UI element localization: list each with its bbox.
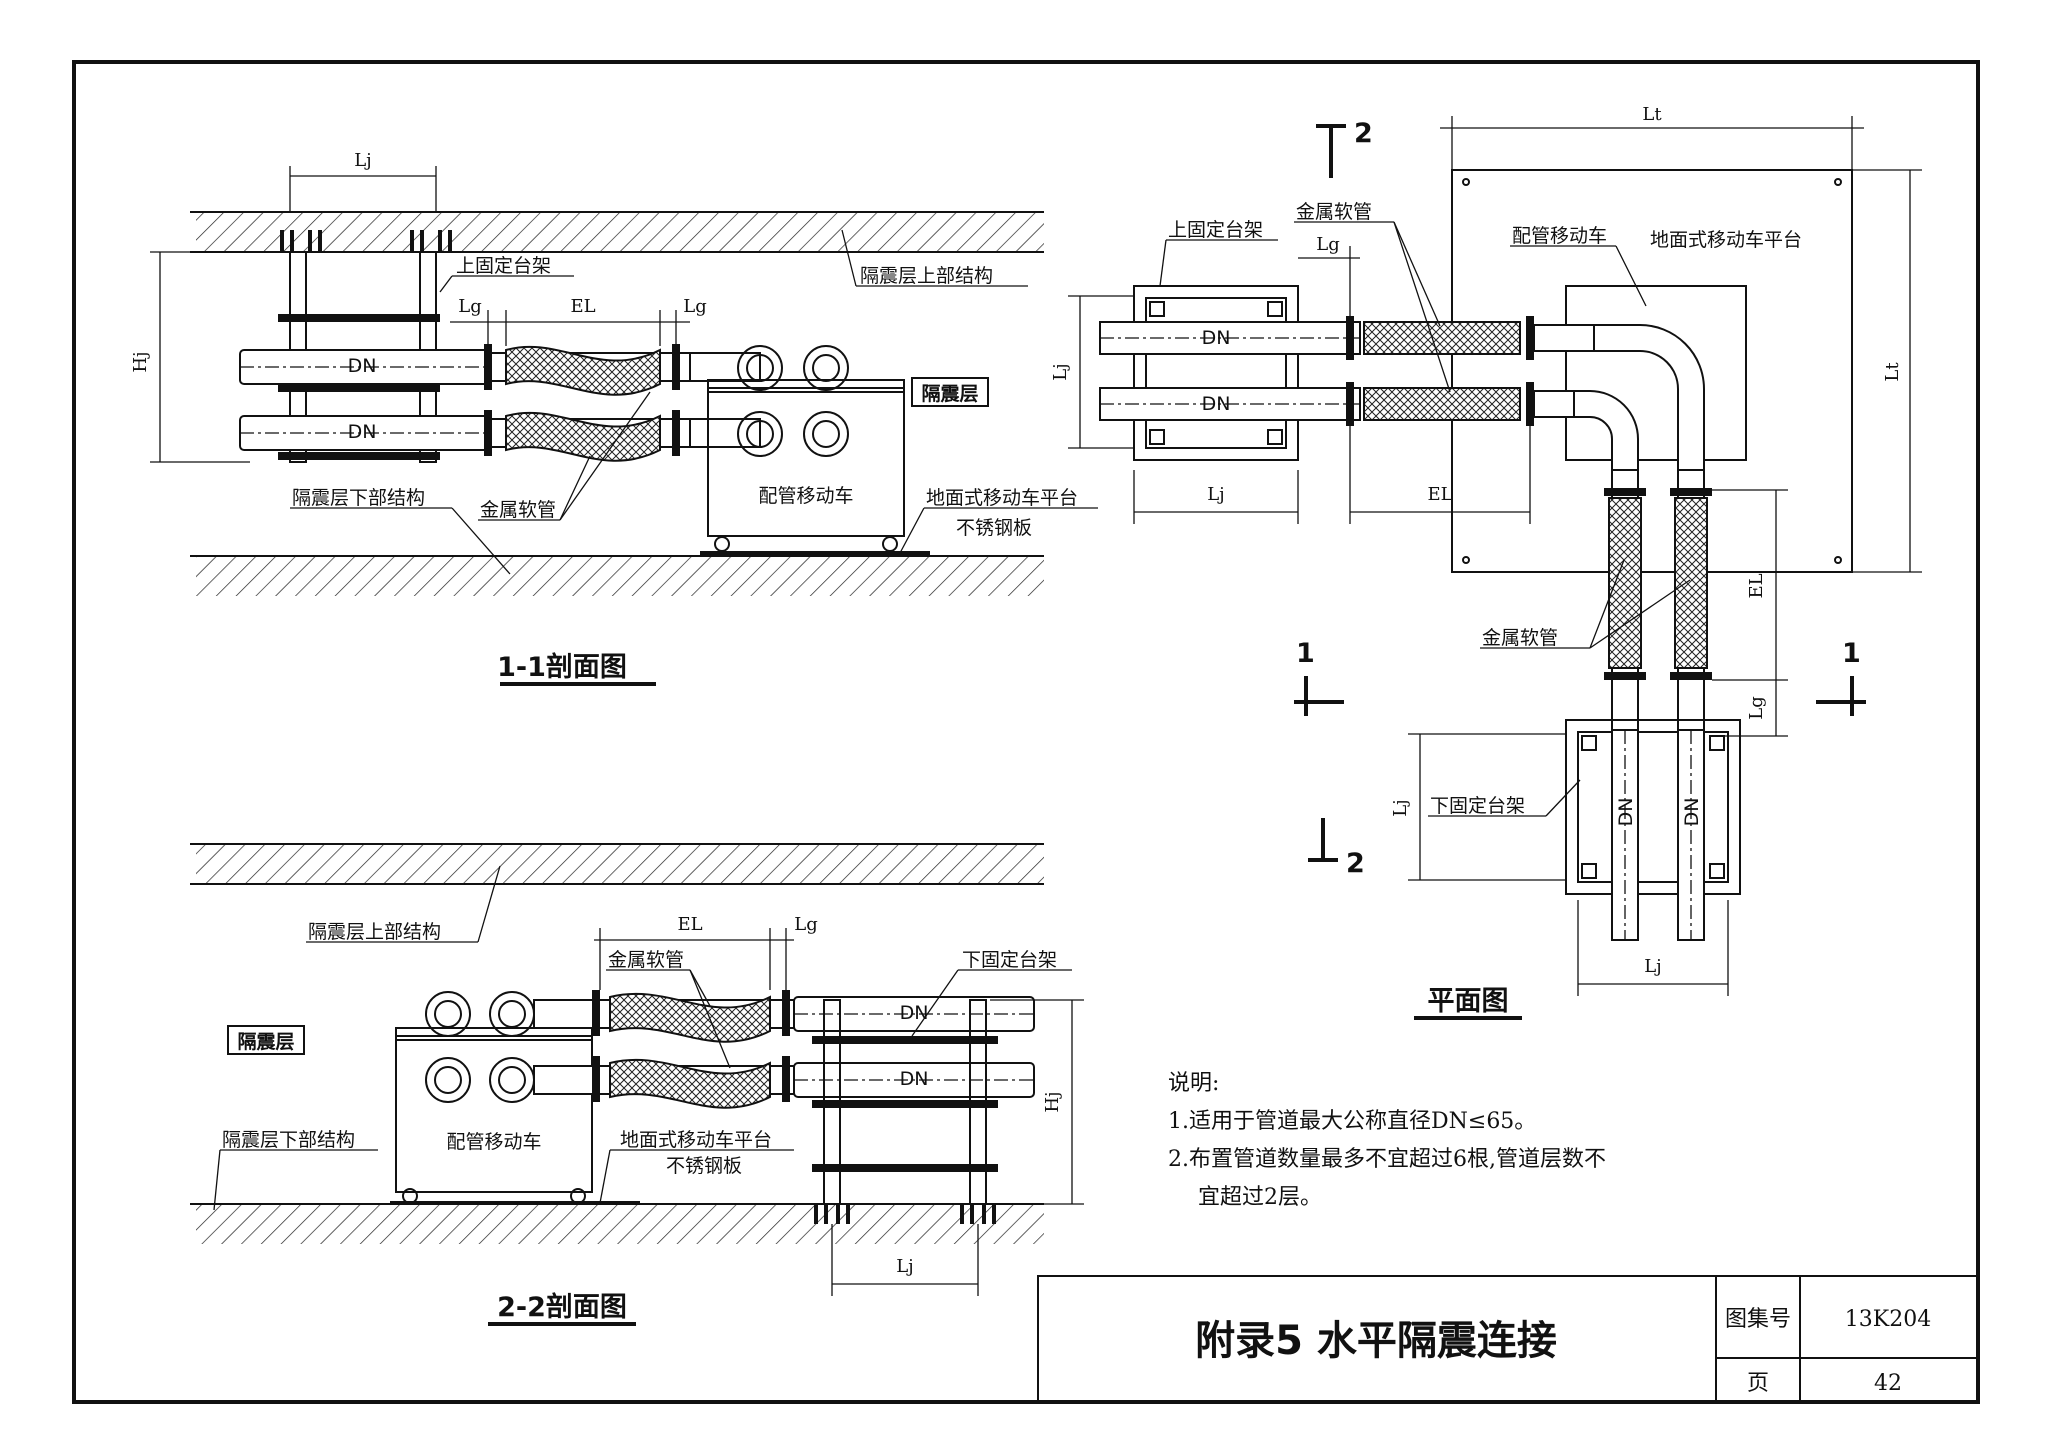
section-2-2-title: 2-2剖面图 (497, 1291, 627, 1323)
dim-el-v: EL (1746, 573, 1767, 598)
section-1-1-title: 1-1剖面图 (497, 651, 627, 683)
notes-heading: 说明: (1168, 1071, 1219, 1096)
atlas-label: 图集号 (1725, 1307, 1791, 1332)
dim-lj: Lj (354, 150, 372, 171)
page-number: 42 (1874, 1371, 1902, 1396)
dim-lj-bottom: Lj (1207, 484, 1225, 505)
label-dn-3: DN (900, 1002, 929, 1024)
label-cart-plan: 配管移动车 (1512, 225, 1607, 247)
label-lower-frame: 下固定台架 (962, 949, 1057, 971)
label-dn-v1: DN (1615, 798, 1637, 827)
lower-slab (196, 556, 1044, 596)
metal-hose-2 (505, 411, 661, 462)
title-block: 附录5 水平隔震连接 图集号 13K204 页 42 (1037, 1275, 1979, 1403)
label-upper-frame: 上固定台架 (456, 255, 551, 277)
label-metal-hose: 金属软管 (480, 499, 556, 521)
label-dn-2: DN (348, 421, 377, 443)
metal-hose-1 (505, 345, 661, 396)
label-upper-structure: 隔震层上部结构 (860, 265, 993, 287)
label-upper-structure-2: 隔震层上部结构 (308, 921, 441, 943)
label-isolation-layer-2: 隔震层 (237, 1031, 294, 1053)
cut-1-left: 1 (1296, 638, 1315, 669)
notes: 说明: 1.适用于管道最大公称直径DN≤65。 2.布置管道数量最多不宜超过6根… (1168, 1071, 1606, 1210)
label-isolation-layer: 隔震层 (921, 383, 978, 405)
dim-lj-left: Lj (1050, 363, 1071, 381)
plan-view: DN DN DN DN 2 2 1 1 Lt Lt Lg Lj (1050, 104, 1922, 1020)
plan-title: 平面图 (1428, 986, 1509, 1017)
note-2: 2.布置管道数量最多不宜超过6根,管道层数不 (1168, 1147, 1606, 1172)
note-3: 宜超过2层。 (1198, 1185, 1322, 1210)
dim-lj-lower: Lj (1390, 799, 1411, 817)
label-platform-2: 地面式移动车平台 (620, 1129, 772, 1151)
label-dn-4: DN (900, 1068, 929, 1090)
section-2-2: EL Lg Hj Lj DN DN 隔震层上部结构 隔震层 隔震层下部结构 金属… (190, 843, 1084, 1326)
dim-lg-v: Lg (1746, 696, 1767, 719)
label-platform: 地面式移动车平台 (926, 487, 1078, 509)
cut-1-right: 1 (1842, 638, 1861, 669)
upper-slab (196, 212, 1044, 252)
dim-lj-lower-bottom: Lj (1644, 956, 1662, 977)
label-upper-frame-plan: 上固定台架 (1168, 219, 1263, 241)
label-metal-hose-plan-2: 金属软管 (1482, 627, 1558, 649)
label-stainless-plate: 不锈钢板 (956, 517, 1032, 539)
label-dn-v2: DN (1681, 798, 1703, 827)
cut-2-bottom: 2 (1346, 848, 1365, 879)
label-piping-cart-2: 配管移动车 (446, 1131, 541, 1153)
note-1: 1.适用于管道最大公称直径DN≤65。 (1168, 1109, 1536, 1134)
label-dn-h1: DN (1202, 327, 1231, 349)
dim-hj-2: Hj (1042, 1091, 1063, 1112)
dim-lg-top: Lg (1316, 234, 1339, 255)
label-lower-structure-2: 隔震层下部结构 (222, 1129, 355, 1151)
dim-lj-2: Lj (896, 1256, 914, 1277)
dim-el: EL (570, 296, 595, 317)
dim-el-h: EL (1427, 484, 1452, 505)
dim-lg2: Lg (683, 296, 706, 317)
dim-el-2: EL (677, 914, 702, 935)
atlas-number: 13K204 (1845, 1307, 1931, 1332)
page-label: 页 (1747, 1371, 1769, 1396)
sheet-title: 附录5 水平隔震连接 (1195, 1318, 1557, 1364)
dim-hj: Hj (130, 351, 151, 372)
label-stainless-plate-2: 不锈钢板 (666, 1155, 742, 1177)
label-platform-plan: 地面式移动车平台 (1650, 229, 1802, 251)
dim-lt-top: Lt (1642, 104, 1662, 125)
dim-lg1: Lg (458, 296, 481, 317)
dim-lg-2: Lg (794, 914, 817, 935)
label-piping-cart: 配管移动车 (758, 485, 853, 507)
label-dn-1: DN (348, 355, 377, 377)
label-lower-structure: 隔震层下部结构 (292, 487, 425, 509)
piping-cart (707, 387, 905, 537)
cut-2-top: 2 (1354, 118, 1373, 149)
dim-lt-side: Lt (1882, 362, 1903, 382)
section-1-1: Lj Hj Lg EL Lg DN DN 上固定台架 隔震层上部结构 隔震层 隔… (130, 150, 1098, 686)
sheet-border (72, 60, 1980, 1404)
label-lower-frame-plan: 下固定台架 (1430, 795, 1525, 817)
label-metal-hose-2: 金属软管 (608, 949, 684, 971)
label-dn-h2: DN (1202, 393, 1231, 415)
label-metal-hose-plan: 金属软管 (1296, 201, 1372, 223)
platform-outline (1451, 169, 1853, 573)
